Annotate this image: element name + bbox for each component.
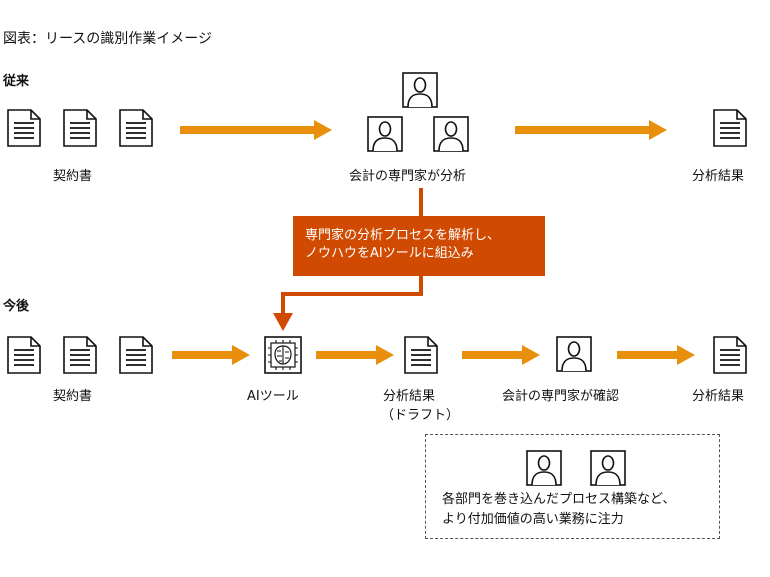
flow-arrow [617,345,695,365]
connector [273,188,423,331]
flow-arrow [180,120,332,140]
document-icon [7,109,41,147]
contract-label: 契約書 [53,169,93,184]
flow-arrow [316,345,394,365]
section-label-future: 今後 [3,299,30,314]
ai-brain-icon [264,336,302,374]
expert-confirm-label: 会計の専門家が確認 [502,389,620,404]
draft-result-label: 分析結果 [383,389,436,404]
expert-analysis-label: 会計の専門家が分析 [349,169,467,184]
section-label-current: 従来 [3,74,30,89]
person-icon [590,450,626,486]
document-icon [119,336,153,374]
person-icon [433,116,469,152]
person-icon [526,450,562,486]
document-icon [119,109,153,147]
analysis-result-label: 分析結果 [692,169,745,184]
page-title: 図表：リースの識別作業イメージ [3,31,213,47]
document-icon [713,109,747,147]
note-line-2: より付加価値の高い業務に注力 [442,512,624,527]
final-result-label: 分析結果 [692,389,745,404]
document-icon [713,336,747,374]
contract-label: 契約書 [53,389,93,404]
callout-box: 専門家の分析プロセスを解析し、 ノウハウをAIツールに組込み [293,216,545,276]
person-icon [402,72,438,108]
callout-line-2: ノウハウをAIツールに組込み [305,246,474,261]
note-text: 各部門を巻き込んだプロセス構築など、 より付加価値の高い業務に注力 [442,490,675,530]
flow-arrow [172,345,250,365]
note-line-1: 各部門を巻き込んだプロセス構築など、 [442,492,676,507]
person-icon [367,116,403,152]
callout-line-1: 専門家の分析プロセスを解析し、 [305,228,501,243]
draft-suffix-label: （ドラフト） [381,408,460,423]
document-icon [7,336,41,374]
document-icon [63,336,97,374]
flow-arrow [462,345,540,365]
person-icon [556,336,592,372]
flow-arrow [515,120,667,140]
ai-tool-label: AIツール [247,389,299,404]
document-icon [404,336,438,374]
note-box [425,434,720,539]
document-icon [63,109,97,147]
